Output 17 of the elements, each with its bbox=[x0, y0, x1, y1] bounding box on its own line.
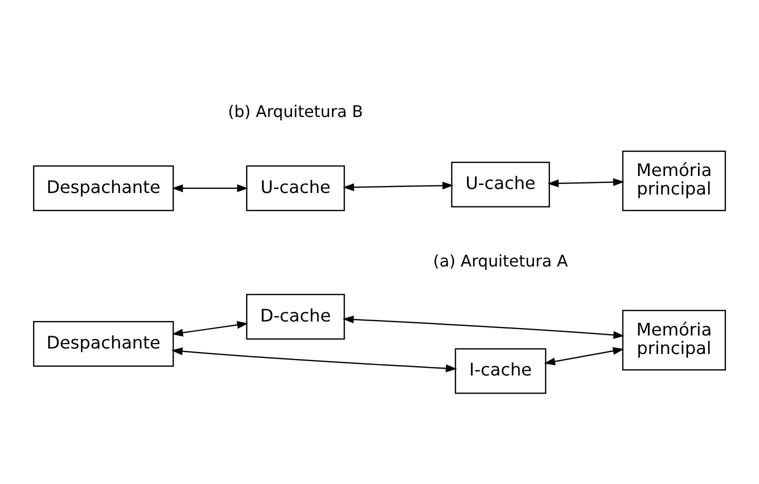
node-box: Memória principal bbox=[622, 150, 726, 212]
label: (b) Arquitetura B bbox=[228, 102, 364, 122]
arrow bbox=[171, 347, 457, 372]
node-box: Despachante bbox=[33, 321, 174, 367]
arrow bbox=[342, 182, 454, 192]
arrow bbox=[342, 316, 625, 339]
arrow bbox=[172, 184, 248, 192]
node-box: Memória principal bbox=[622, 310, 726, 370]
node-box: Despachante bbox=[33, 165, 174, 212]
node-box: I-cache bbox=[454, 348, 546, 394]
arrow bbox=[548, 178, 624, 188]
label: (a) Arquitetura A bbox=[433, 252, 568, 271]
arrow bbox=[544, 347, 624, 366]
node-box: D-cache bbox=[246, 294, 345, 340]
node-box: U-cache bbox=[451, 162, 550, 208]
arrow bbox=[172, 321, 248, 337]
node-box: U-cache bbox=[246, 165, 345, 212]
